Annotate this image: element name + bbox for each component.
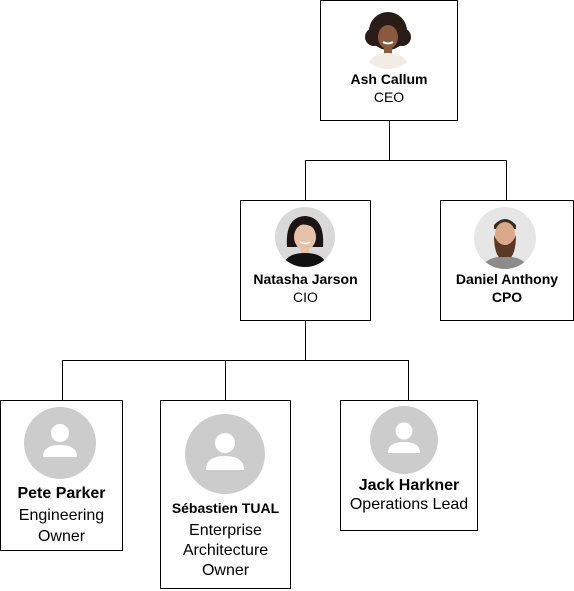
node-name: Sébastien TUAL [171,500,280,516]
org-node-pete-parker[interactable]: Pete Parker Engineering Owner [0,400,123,551]
org-node-daniel-anthony[interactable]: Daniel Anthony CPO [440,200,574,321]
node-role: Engineering Owner [18,507,105,545]
org-node-natasha-jarson[interactable]: Natasha Jarson CIO [240,200,371,321]
node-role: CPO [491,289,523,305]
connector-natasha-jack [305,360,409,400]
connector-natasha-pete [62,321,306,400]
node-name: Pete Parker [17,485,106,502]
org-node-ash-callum[interactable]: Ash Callum CEO [320,0,458,121]
connector-ash-natasha [305,121,390,200]
org-node-jack-harkner[interactable]: Jack Harkner Operations Lead [340,400,478,531]
org-node-sebastien-tual[interactable]: Sébastien TUAL Enterprise Architecture O… [160,400,291,589]
person-placeholder-icon [24,407,96,479]
person-placeholder-icon [370,406,438,474]
connector-ash-daniel [389,160,507,200]
node-name: Natasha Jarson [253,271,358,287]
avatar-natasha-jarson [275,207,335,267]
node-role: CIO [293,289,318,305]
avatar-daniel-anthony [474,207,536,269]
node-role: Enterprise Architecture Owner [182,522,269,579]
avatar-ash-callum [357,7,419,69]
node-role: CEO [373,89,405,105]
node-name: Daniel Anthony [455,271,559,287]
node-name: Jack Harkner [358,477,460,494]
node-name: Ash Callum [350,71,428,87]
node-role: Operations Lead [349,496,469,513]
person-placeholder-icon [185,414,265,494]
